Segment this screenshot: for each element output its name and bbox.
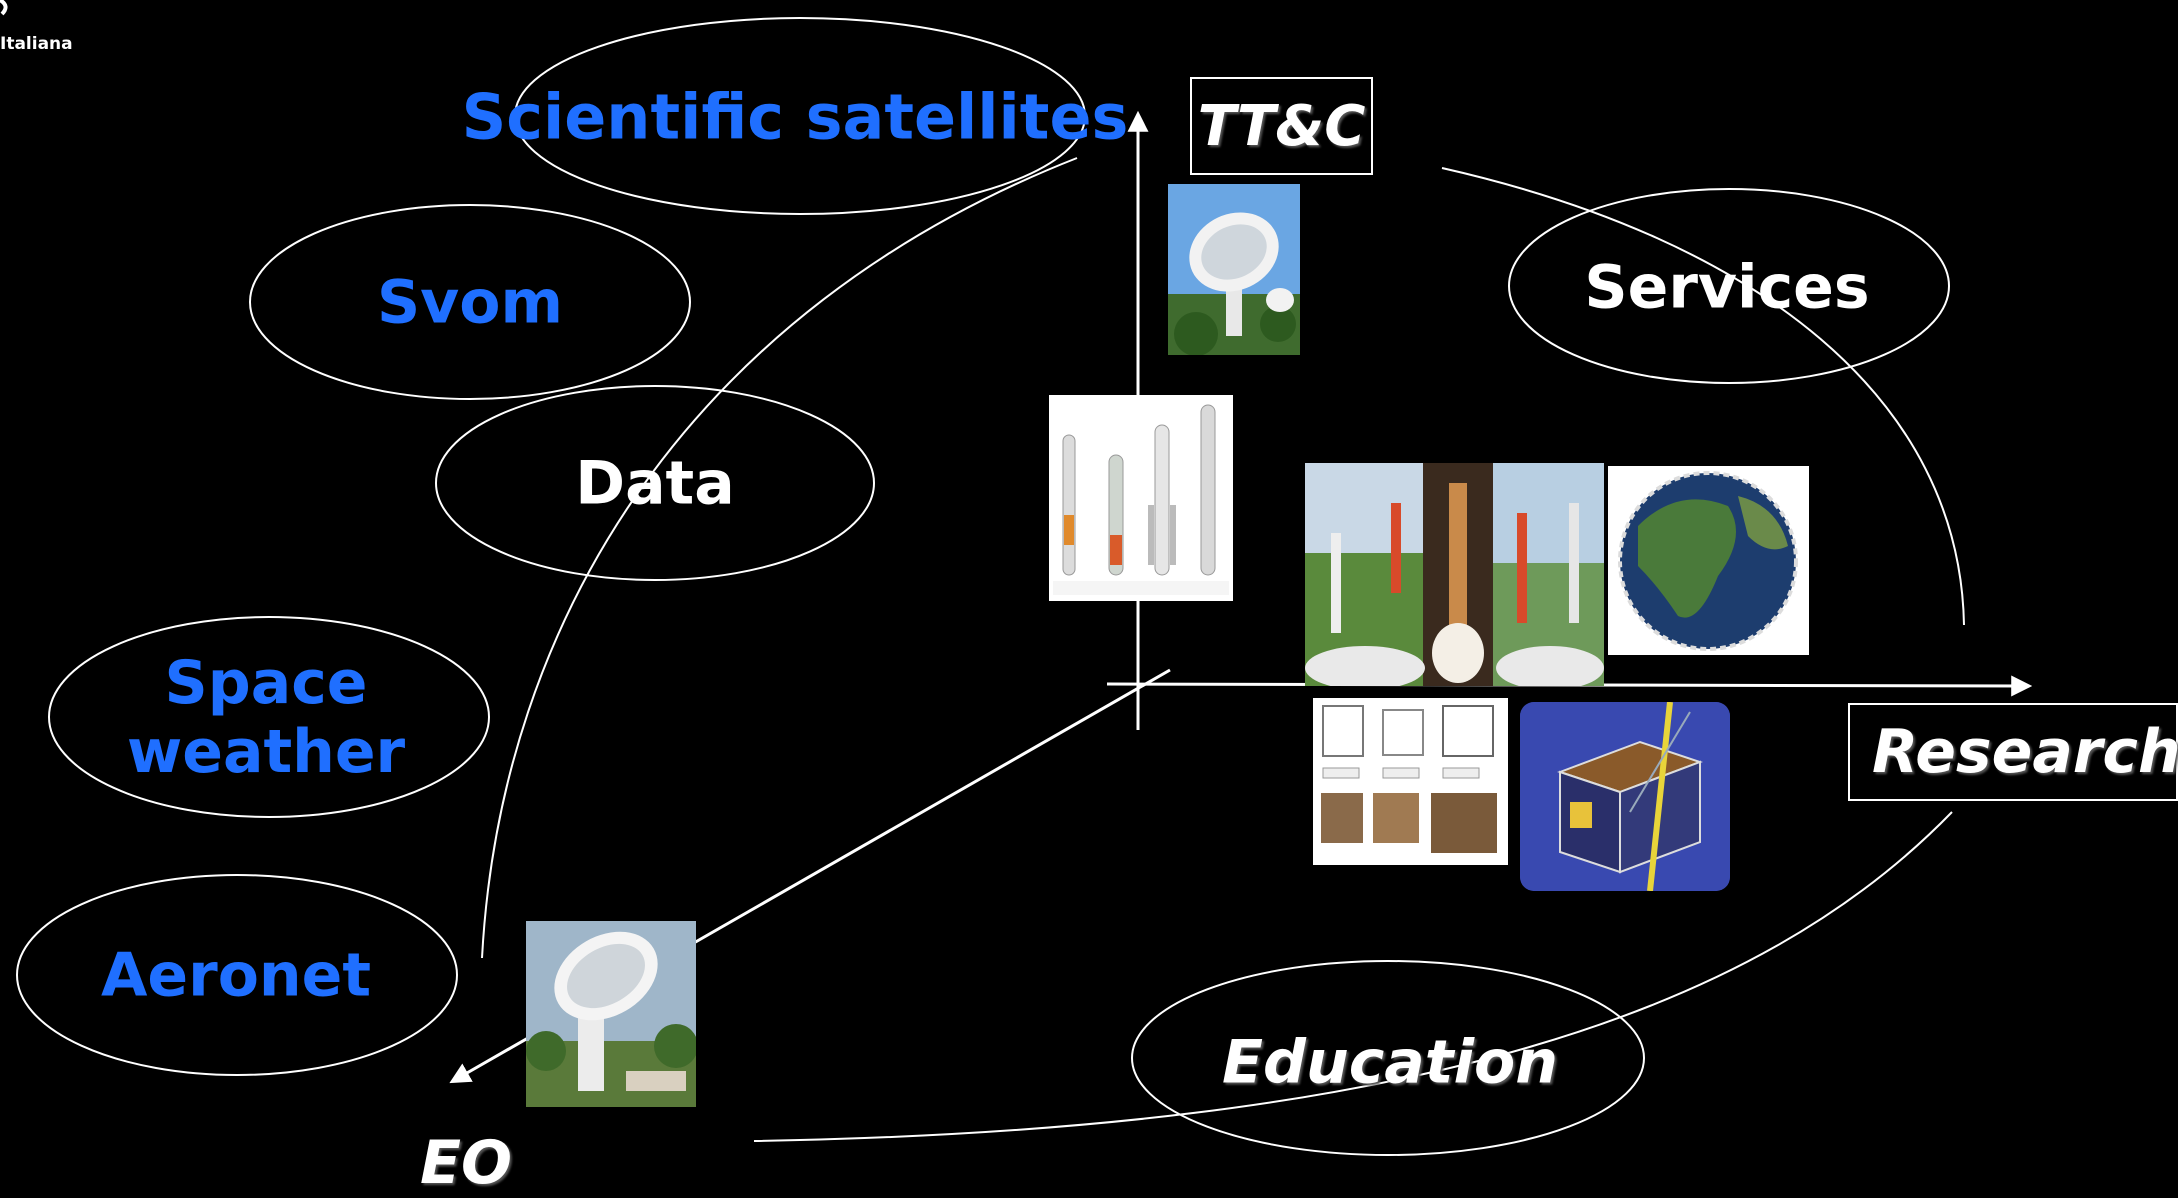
curve-ttc-to-research (1441, 167, 1965, 626)
oval-svom (249, 204, 691, 400)
label-data: Data (575, 448, 735, 519)
earth-globe-image (1608, 466, 1809, 655)
oval-education (1131, 960, 1645, 1156)
brand-text: Italiana (0, 34, 73, 54)
launcher-family-icon (1053, 404, 1229, 595)
sounding-rockets-image (1305, 463, 1604, 686)
label-eo: EO (420, 1128, 512, 1198)
label-space-weather-line1: Space (164, 648, 368, 718)
eo-antenna-image (526, 921, 696, 1107)
curve-research-to-eo (753, 811, 1953, 1142)
oval-scientific-satellites (514, 17, 1086, 215)
label-ttc: TT&C (1190, 77, 1373, 175)
cubesat-structure-image (1313, 698, 1508, 865)
label-research: Research (1848, 703, 2178, 801)
rocket-launch-icon (1305, 463, 1604, 686)
earth-globe-icon (1618, 471, 1798, 651)
cubesat-structure-icon (1321, 705, 1497, 853)
oval-space-weather (48, 616, 490, 818)
cubesat-model-image (1520, 702, 1730, 891)
label-services: Services (1584, 252, 1870, 323)
label-space-weather-line2: weather (126, 717, 406, 787)
curve-satellites-to-eo (481, 157, 1078, 959)
ttc-antenna-icon (1168, 184, 1300, 355)
label-svom: Svom (376, 267, 564, 338)
launchers-image (1049, 395, 1233, 601)
ttc-antenna-image (1168, 184, 1300, 355)
label-education: Education (1222, 1027, 1558, 1098)
oval-data (435, 385, 875, 581)
label-space-weather: Space weather (127, 649, 405, 787)
cubesat-model-icon (1520, 702, 1730, 891)
oval-services (1508, 188, 1950, 384)
eo-antenna-icon (526, 921, 696, 1107)
oval-aeronet (16, 874, 458, 1076)
agency-logo-arc (0, 0, 8, 16)
label-aeronet: Aeronet (100, 940, 372, 1011)
label-scientific-satellites: Scientific satellites (461, 80, 1129, 154)
